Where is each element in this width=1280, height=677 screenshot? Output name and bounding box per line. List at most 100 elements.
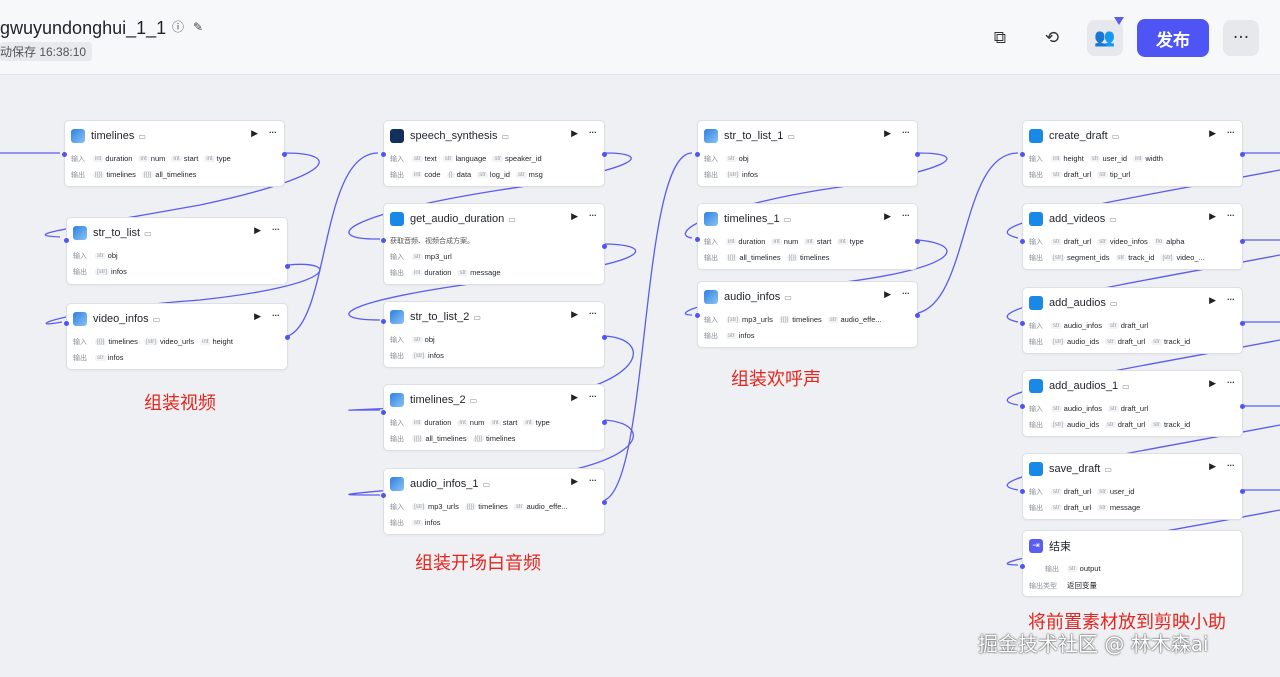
input-port[interactable] (1020, 489, 1025, 494)
input-port[interactable] (1020, 152, 1025, 157)
input-port[interactable] (62, 152, 67, 157)
output-port[interactable] (285, 335, 290, 340)
output-port[interactable] (1240, 321, 1245, 326)
node-more-icon[interactable]: ··· (1226, 293, 1235, 306)
param-type: str (726, 332, 737, 339)
output-port[interactable] (602, 335, 607, 340)
input-port[interactable] (1020, 404, 1025, 409)
output-port[interactable] (602, 420, 607, 425)
param-name: duration (424, 418, 452, 427)
node-more-icon[interactable]: ··· (1226, 376, 1235, 389)
plugin-icon (704, 212, 718, 226)
node-more-icon[interactable]: ··· (588, 474, 597, 487)
node-video-infos[interactable]: video_infos▭ ▶··· 输入[{}]timelines[str]vi… (64, 303, 290, 370)
run-icon[interactable]: ▶ (254, 226, 261, 236)
more-icon[interactable]: ··· (1223, 20, 1259, 56)
run-icon[interactable]: ▶ (251, 129, 258, 139)
input-port[interactable] (381, 152, 386, 157)
node-more-icon[interactable]: ··· (901, 287, 910, 300)
node-more-icon[interactable]: ··· (271, 309, 280, 322)
publish-button[interactable]: 发布 (1137, 19, 1209, 57)
output-port[interactable] (282, 152, 287, 157)
output-port[interactable] (1240, 404, 1245, 409)
input-port[interactable] (381, 493, 386, 498)
input-port[interactable] (1020, 321, 1025, 326)
input-port[interactable] (695, 152, 700, 157)
param-row: 输出[str]infos (73, 265, 133, 278)
input-port[interactable] (381, 238, 386, 243)
run-icon[interactable]: ▶ (884, 129, 891, 139)
input-port[interactable] (381, 410, 386, 415)
param-tag: [{}]timelines (472, 434, 516, 443)
param-name: all_timelines (155, 170, 197, 179)
output-port[interactable] (285, 264, 290, 269)
node-more-icon[interactable]: ··· (1226, 209, 1235, 222)
plugin-icon (390, 477, 404, 491)
input-port[interactable] (381, 319, 386, 324)
node-more-icon[interactable]: ··· (588, 126, 597, 139)
node-get-audio-duration[interactable]: get_audio_duration▭ ▶··· 获取音频、视频合成方案。 输入… (381, 203, 607, 285)
run-icon[interactable]: ▶ (571, 212, 578, 222)
output-port[interactable] (602, 500, 607, 505)
history-icon[interactable]: ⟲ (1044, 28, 1060, 48)
input-port[interactable] (695, 313, 700, 318)
copy-icon[interactable]: ⧉ (993, 28, 1007, 48)
run-icon[interactable]: ▶ (254, 312, 261, 322)
node-audio-infos-1[interactable]: audio_infos_1▭ ▶··· 输入[str]mp3_urls[{}]t… (381, 468, 607, 535)
output-port[interactable] (1240, 152, 1245, 157)
output-port[interactable] (1240, 489, 1245, 494)
collaborators-icon[interactable]: 👥 (1087, 20, 1123, 56)
output-port[interactable] (1240, 239, 1245, 244)
node-more-icon[interactable]: ··· (588, 307, 597, 320)
node-more-icon[interactable]: ··· (901, 126, 910, 139)
run-icon[interactable]: ▶ (884, 212, 891, 222)
input-port[interactable] (64, 321, 69, 326)
info-icon[interactable]: ⓘ (172, 20, 185, 34)
param-type: str (1089, 155, 1101, 162)
input-port[interactable] (64, 238, 69, 243)
node-more-icon[interactable]: ··· (271, 223, 280, 236)
run-icon[interactable]: ▶ (571, 310, 578, 320)
run-icon[interactable]: ▶ (1209, 462, 1216, 472)
node-more-icon[interactable]: ··· (1226, 459, 1235, 472)
node-more-icon[interactable]: ··· (588, 390, 597, 403)
run-icon[interactable]: ▶ (1209, 212, 1216, 222)
run-icon[interactable]: ▶ (571, 393, 578, 403)
node-more-icon[interactable]: ··· (268, 126, 277, 139)
run-icon[interactable]: ▶ (571, 129, 578, 139)
output-port[interactable] (915, 239, 920, 244)
node-more-icon[interactable]: ··· (901, 209, 910, 222)
node-more-icon[interactable]: ··· (588, 209, 597, 222)
output-port[interactable] (915, 152, 920, 157)
output-port[interactable] (915, 313, 920, 318)
output-port[interactable] (602, 244, 607, 249)
input-port[interactable] (1020, 564, 1025, 569)
node-audio-infos[interactable]: audio_infos▭ ▶··· 输入[str]mp3_urls[{}]tim… (695, 281, 920, 348)
run-icon[interactable]: ▶ (1209, 379, 1216, 389)
param-row-label: 输出 (73, 268, 87, 276)
run-icon[interactable]: ▶ (884, 290, 891, 300)
edit-icon[interactable]: ✎ (193, 20, 204, 34)
input-port[interactable] (695, 237, 700, 242)
run-icon[interactable]: ▶ (1209, 129, 1216, 139)
node-more-icon[interactable]: ··· (1226, 126, 1235, 139)
input-port[interactable] (1020, 239, 1025, 244)
run-icon[interactable]: ▶ (1209, 296, 1216, 306)
output-port[interactable] (602, 152, 607, 157)
run-icon[interactable]: ▶ (571, 477, 578, 487)
